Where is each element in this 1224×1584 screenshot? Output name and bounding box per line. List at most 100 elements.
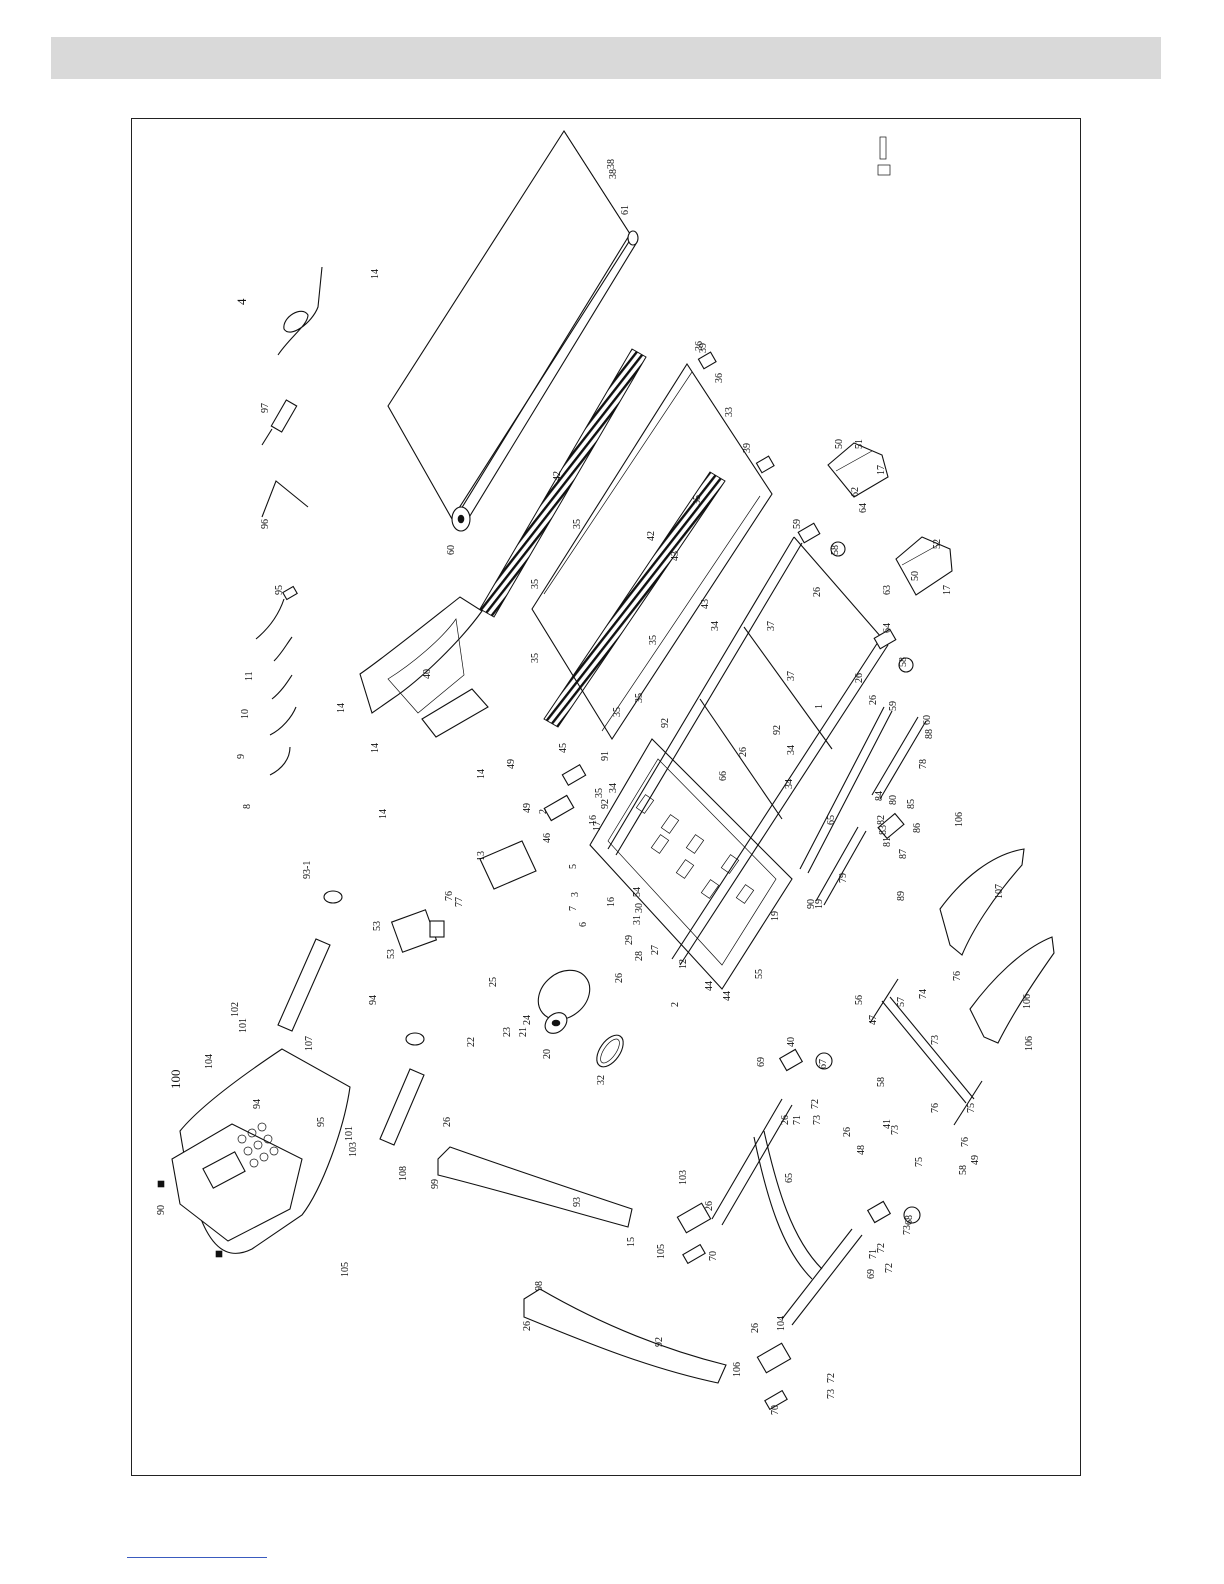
part-label-6: 6 (578, 922, 589, 927)
part-label-35: 35 (530, 579, 541, 589)
part-label-34: 34 (608, 783, 619, 793)
part-label-20: 20 (542, 1049, 553, 1059)
part-label-14: 14 (336, 703, 347, 713)
end-cap-right (827, 442, 889, 498)
part-label-26: 26 (522, 1321, 533, 1331)
part-label-35: 35 (612, 707, 623, 717)
part-label-9: 9 (236, 754, 247, 759)
part-label-106: 106 (1024, 1036, 1035, 1051)
part-label-108: 108 (398, 1166, 409, 1181)
lift-base (869, 978, 983, 1126)
part-label-50: 50 (834, 439, 845, 449)
part-label-39: 39 (742, 443, 753, 453)
part-label-43: 43 (700, 599, 711, 609)
part-label-44: 44 (704, 981, 715, 991)
wheel-housing-upper (778, 1048, 804, 1072)
part-label-26: 26 (614, 973, 625, 983)
part-label-42: 42 (552, 471, 563, 481)
part-label-14: 14 (370, 743, 381, 753)
drive-motor (537, 969, 591, 1034)
part-label-45: 45 (558, 743, 569, 753)
part-label-65: 65 (826, 815, 837, 825)
part-label-92: 92 (660, 718, 671, 728)
part-label-40: 40 (786, 1037, 797, 1047)
part-label-71: 71 (792, 1115, 803, 1125)
part-label-48: 48 (856, 1145, 867, 1155)
part-label-69: 69 (866, 1269, 877, 1279)
part-label-85: 85 (906, 799, 917, 809)
part-label-35: 35 (634, 693, 645, 703)
part-label-34: 34 (786, 745, 797, 755)
part-label-73: 73 (812, 1115, 823, 1125)
part-label-65: 65 (784, 1173, 795, 1183)
part-label-76: 76 (444, 891, 455, 901)
part-label-10: 10 (240, 709, 251, 719)
part-label-96: 96 (260, 519, 271, 529)
part-label-35: 35 (648, 635, 659, 645)
part-label-41: 41 (882, 1119, 893, 1129)
part-label-49: 49 (970, 1155, 981, 1165)
part-label-76: 76 (960, 1137, 971, 1147)
part-label-70: 70 (770, 1405, 781, 1415)
part-label-21: 21 (518, 1027, 529, 1037)
part-label-89: 89 (896, 891, 907, 901)
part-label-58: 58 (958, 1165, 969, 1175)
part-label-49: 49 (506, 759, 517, 769)
motor-tray (589, 738, 793, 990)
part-label-68: 68 (904, 1215, 915, 1225)
part-label-16: 16 (588, 815, 599, 825)
part-label-81: 81 (882, 837, 893, 847)
upright-tube-upper (277, 890, 343, 1032)
part-label-67: 67 (818, 1059, 829, 1069)
cable-9 (269, 706, 297, 736)
part-label-11: 11 (244, 671, 255, 681)
part-label-57: 57 (896, 997, 907, 1007)
cable-10 (271, 674, 293, 700)
part-label-101: 101 (238, 1018, 249, 1033)
part-label-19: 19 (770, 911, 781, 921)
part-label-14: 14 (378, 809, 389, 819)
part-label-106: 106 (954, 812, 965, 827)
part-label-80: 80 (888, 795, 899, 805)
part-label-90: 90 (806, 899, 817, 909)
part-label-78: 78 (918, 759, 929, 769)
part-label-70: 70 (708, 1251, 719, 1261)
part-label-102: 102 (230, 1002, 241, 1017)
part-label-97: 97 (260, 403, 271, 413)
part-label-101: 101 (344, 1126, 355, 1141)
part-label-79: 79 (838, 873, 849, 883)
part-label-104: 104 (776, 1316, 787, 1331)
part-label-31: 31 (632, 915, 643, 925)
deck-frame (531, 362, 773, 741)
part-label-71: 71 (868, 1249, 879, 1259)
part-label-17: 17 (592, 821, 603, 831)
part-label-90: 90 (156, 1205, 167, 1215)
part-label-35: 35 (530, 653, 541, 663)
part-label-74: 74 (918, 989, 929, 999)
part-label-87: 87 (898, 849, 909, 859)
foot-pad-upper (682, 1243, 706, 1265)
part-label-60: 60 (446, 545, 457, 555)
part-label-26: 26 (750, 1323, 761, 1333)
foot-pad-lower (764, 1389, 788, 1411)
part-label-14: 14 (476, 769, 487, 779)
part-label-26: 26 (854, 673, 865, 683)
part-number-labels: 1223456789101112131414141414151616171717… (156, 159, 1035, 1415)
part-label-17: 17 (942, 585, 953, 595)
part-label-56: 56 (854, 995, 865, 1005)
part-label-82: 82 (876, 815, 887, 825)
part-label-93: 93 (572, 1197, 583, 1207)
part-label-103: 103 (678, 1170, 689, 1185)
part-label-58: 58 (830, 545, 841, 555)
part-label-53: 53 (372, 921, 383, 931)
part-label-106: 106 (732, 1362, 743, 1377)
part-label-73: 73 (826, 1389, 837, 1399)
base-frame (676, 1098, 863, 1374)
part-label-50: 50 (910, 571, 921, 581)
part-label-92: 92 (654, 1337, 665, 1347)
lubricant-bottle (261, 399, 298, 446)
part-label-72: 72 (876, 1243, 887, 1253)
deck-cushion-lower (543, 471, 726, 728)
part-label-64: 64 (858, 503, 869, 513)
